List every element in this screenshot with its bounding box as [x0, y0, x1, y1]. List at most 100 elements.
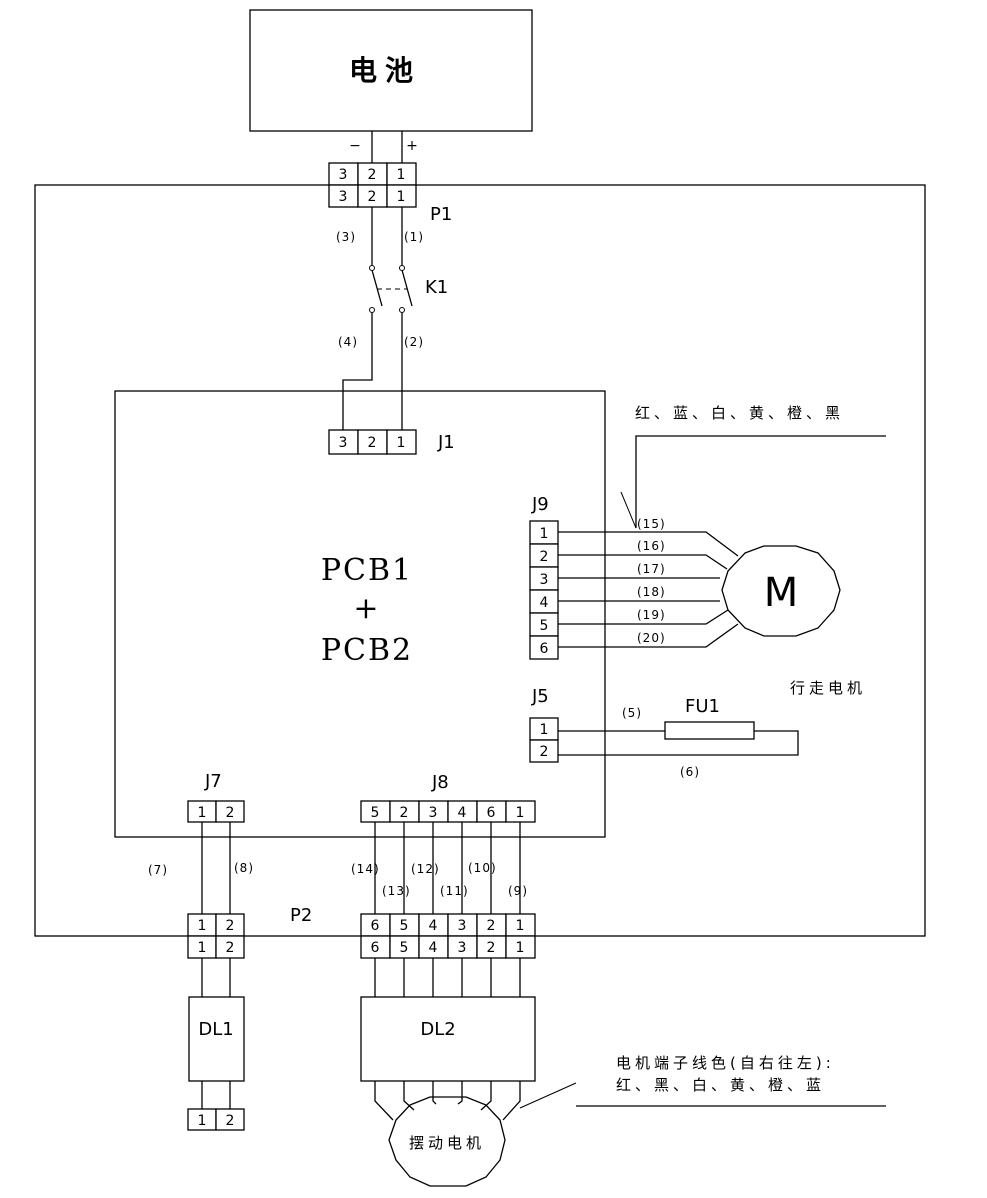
svg-text:1: 1: [397, 435, 406, 451]
pcb-board: [114, 390, 606, 838]
p2-label: P2: [290, 905, 312, 926]
svg-text:1: 1: [397, 167, 406, 183]
j8-connector: J8 5 2 3 4 6 1: [360, 772, 536, 823]
fu1-label: FU1: [685, 696, 720, 717]
svg-text:(12): (12): [411, 862, 440, 876]
svg-text:2: 2: [226, 918, 235, 934]
svg-text:(19): (19): [637, 608, 666, 622]
dl2-cable: DL2: [360, 996, 536, 1082]
dl2-label: DL2: [420, 1019, 455, 1040]
svg-text:5: 5: [371, 805, 380, 821]
svg-text:4: 4: [429, 918, 438, 934]
j7-connector: J7 1 2: [187, 771, 245, 823]
svg-text:2: 2: [368, 167, 377, 183]
svg-text:1: 1: [516, 805, 525, 821]
battery-minus: −: [349, 138, 361, 154]
dl1-label: DL1: [198, 1019, 233, 1040]
svg-text:2: 2: [487, 918, 496, 934]
svg-text:(16): (16): [637, 539, 666, 553]
battery-label: 电池: [349, 54, 421, 87]
p1-label: P1: [430, 204, 452, 225]
svg-text:2: 2: [226, 805, 235, 821]
svg-text:(6): (6): [680, 765, 700, 779]
svg-text:6: 6: [371, 918, 380, 934]
svg-text:(5): (5): [622, 706, 642, 720]
svg-text:3: 3: [339, 167, 348, 183]
svg-text:6: 6: [371, 940, 380, 956]
svg-text:2: 2: [487, 940, 496, 956]
svg-text:1: 1: [540, 526, 549, 542]
svg-text:(3): (3): [336, 230, 356, 244]
svg-text:1: 1: [516, 940, 525, 956]
j8-label: J8: [431, 772, 449, 793]
svg-text:(15): (15): [637, 517, 666, 531]
swing-motor-label: 摆动电机: [409, 1134, 485, 1152]
svg-text:(7): (7): [148, 863, 168, 877]
svg-text:3: 3: [458, 918, 467, 934]
svg-text:4: 4: [458, 805, 467, 821]
svg-text:6: 6: [487, 805, 496, 821]
k1-switch: K1: [369, 265, 448, 313]
travel-motor: M 行走电机: [721, 545, 862, 697]
swing-motor-note-2: 红、黑、白、黄、橙、蓝: [616, 1076, 825, 1094]
fu1-fuse: FU1: [664, 696, 755, 740]
svg-text:(13): (13): [382, 884, 411, 898]
svg-text:4: 4: [429, 940, 438, 956]
svg-text:(8): (8): [234, 861, 254, 875]
svg-text:(18): (18): [637, 585, 666, 599]
battery: 电池 − +: [249, 9, 533, 154]
svg-text:4: 4: [540, 595, 549, 611]
travel-motor-colors: 红、蓝、白、黄、橙、黑: [635, 404, 844, 422]
svg-text:(14): (14): [351, 862, 380, 876]
dl1-end-connector: 1 2: [187, 1108, 245, 1131]
svg-text:1: 1: [516, 918, 525, 934]
svg-text:2: 2: [540, 549, 549, 565]
dl1-cable: DL1: [188, 996, 245, 1082]
svg-text:5: 5: [540, 618, 549, 634]
svg-text:1: 1: [198, 918, 207, 934]
svg-text:2: 2: [368, 435, 377, 451]
pcb-label-3: PCB2: [321, 633, 413, 668]
swing-motor: 摆动电机: [388, 1096, 506, 1187]
svg-text:5: 5: [400, 940, 409, 956]
travel-motor-symbol: M: [764, 570, 799, 616]
svg-text:(1): (1): [404, 230, 424, 244]
j9-connector: J9 1 2 3 4 5 6: [529, 494, 559, 660]
svg-text:2: 2: [400, 805, 409, 821]
svg-text:1: 1: [198, 1113, 207, 1129]
j5-label: J5: [531, 686, 549, 707]
svg-text:3: 3: [339, 435, 348, 451]
svg-text:3: 3: [339, 189, 348, 205]
svg-text:2: 2: [368, 189, 377, 205]
svg-text:(17): (17): [637, 562, 666, 576]
svg-text:3: 3: [458, 940, 467, 956]
svg-text:1: 1: [198, 940, 207, 956]
svg-text:1: 1: [540, 722, 549, 738]
k1-label: K1: [425, 277, 448, 298]
svg-text:6: 6: [540, 641, 549, 657]
svg-text:1: 1: [198, 805, 207, 821]
svg-text:3: 3: [429, 805, 438, 821]
svg-text:1: 1: [397, 189, 406, 205]
svg-text:(2): (2): [404, 335, 424, 349]
battery-plus: +: [406, 138, 418, 154]
p2-left-connector: 1 2 1 2: [187, 913, 245, 959]
p2-right-connector: 6 5 4 3 2 1 6 5 4 3 2 1: [360, 913, 536, 959]
p1-connector: 3 2 1 3 2 1 P1: [328, 162, 452, 225]
svg-text:5: 5: [400, 918, 409, 934]
svg-text:3: 3: [540, 572, 549, 588]
pcb-label-2: +: [353, 591, 380, 626]
j5-connector: J5 1 2: [529, 686, 559, 763]
svg-text:(9): (9): [508, 884, 528, 898]
svg-text:(11): (11): [440, 884, 469, 898]
j7-label: J7: [204, 771, 222, 792]
swing-motor-note-1: 电机端子线色(自右往左):: [616, 1054, 835, 1072]
j9-label: J9: [531, 494, 549, 515]
svg-text:(4): (4): [338, 335, 358, 349]
svg-text:2: 2: [540, 744, 549, 760]
svg-text:(10): (10): [468, 861, 497, 875]
svg-text:2: 2: [226, 940, 235, 956]
svg-text:2: 2: [226, 1113, 235, 1129]
pcb-label-1: PCB1: [321, 553, 413, 588]
